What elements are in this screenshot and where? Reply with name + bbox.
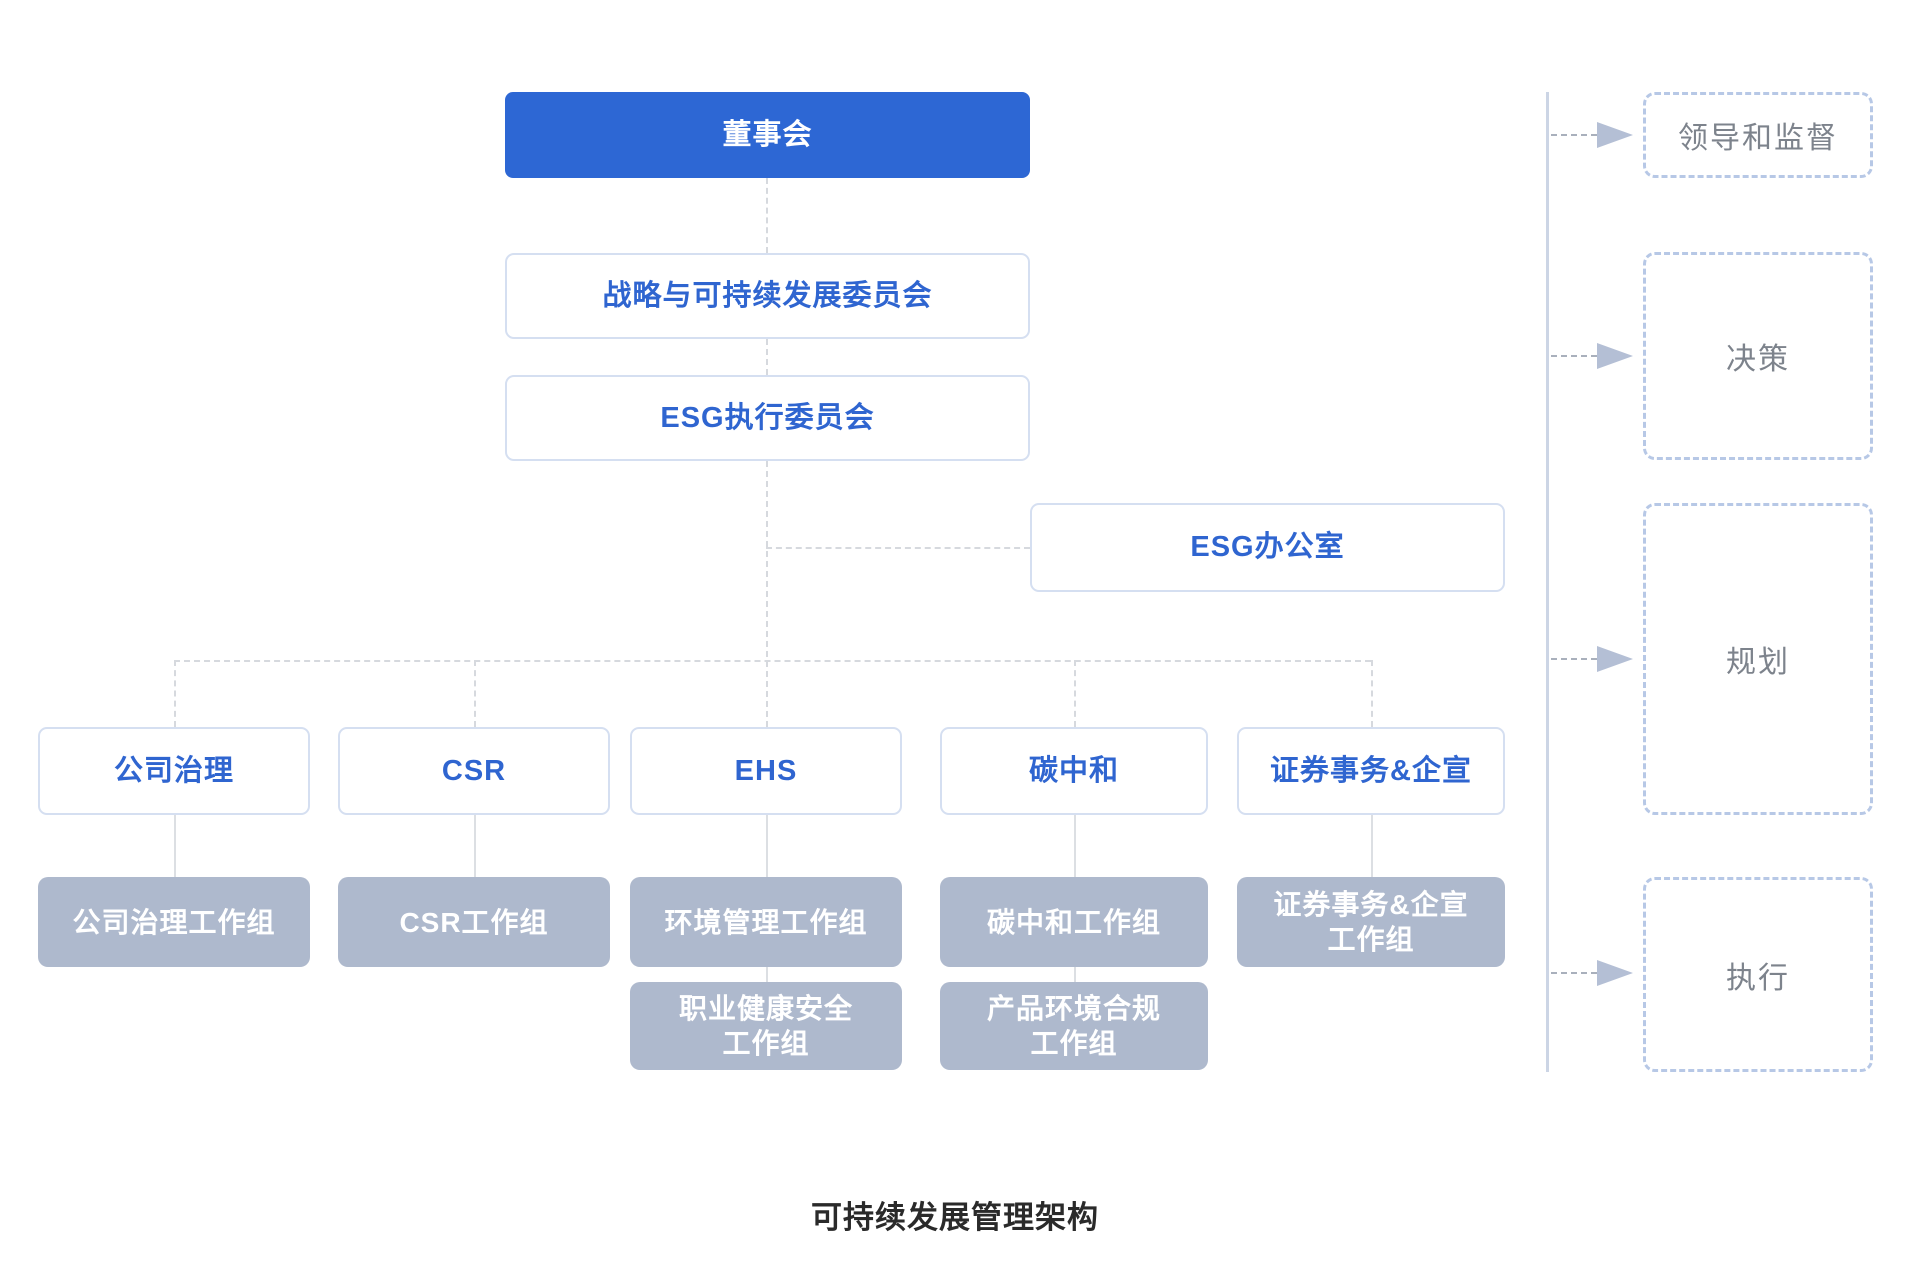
node-team-product-compliance: 产品环境合规 工作组 [940, 982, 1208, 1070]
node-lead-governance: 公司治理 [38, 727, 310, 815]
arrow-line-supervision [1551, 134, 1597, 136]
stub-securities-team [1371, 815, 1373, 877]
node-team-csr: CSR工作组 [338, 877, 610, 967]
connector-distribution-line [174, 660, 1371, 662]
diagram-caption: 可持续发展管理架构 [811, 1200, 1099, 1235]
stage-box-execution: 执行 [1643, 877, 1873, 1072]
connector-stub-governance [174, 660, 176, 727]
connector-stub-carbon [1074, 660, 1076, 727]
arrow-line-planning [1551, 658, 1597, 660]
node-lead-csr: CSR [338, 727, 610, 815]
stage-box-decision: 决策 [1643, 252, 1873, 460]
arrow-line-decision [1551, 355, 1597, 357]
node-team-carbon: 碳中和工作组 [940, 877, 1208, 967]
stub-governance-team [174, 815, 176, 877]
stub-carbon-team2 [1074, 967, 1076, 982]
arrow-head-planning-icon [1597, 646, 1633, 672]
arrow-head-execution-icon [1597, 960, 1633, 986]
node-strategy-committee: 战略与可持续发展委员会 [505, 253, 1030, 339]
arrow-head-decision-icon [1597, 343, 1633, 369]
node-lead-ehs: EHS [630, 727, 902, 815]
stub-ehs-team2 [766, 967, 768, 982]
node-team-governance: 公司治理工作组 [38, 877, 310, 967]
stub-ehs-team [766, 815, 768, 877]
arrow-line-execution [1551, 972, 1597, 974]
node-board: 董事会 [505, 92, 1030, 178]
node-team-environment: 环境管理工作组 [630, 877, 902, 967]
stub-csr-team [474, 815, 476, 877]
stage-box-supervision: 领导和监督 [1643, 92, 1873, 178]
stub-carbon-team [1074, 815, 1076, 877]
arrow-head-supervision-icon [1597, 122, 1633, 148]
connector-strategy-esgexec [766, 339, 768, 375]
connector-esgexec-down [766, 461, 768, 727]
connector-stub-securities [1371, 660, 1373, 727]
connector-branch-office [766, 547, 1030, 549]
stage-rail-line [1546, 92, 1549, 1072]
connector-stub-csr [474, 660, 476, 727]
node-lead-securities: 证券事务&企宣 [1237, 727, 1505, 815]
node-lead-carbon: 碳中和 [940, 727, 1208, 815]
connector-board-strategy [766, 178, 768, 253]
node-team-occupational-health: 职业健康安全 工作组 [630, 982, 902, 1070]
node-team-securities: 证券事务&企宣 工作组 [1237, 877, 1505, 967]
node-esg-office: ESG办公室 [1030, 503, 1505, 592]
node-esg-exec-committee: ESG执行委员会 [505, 375, 1030, 461]
stage-box-planning: 规划 [1643, 503, 1873, 815]
